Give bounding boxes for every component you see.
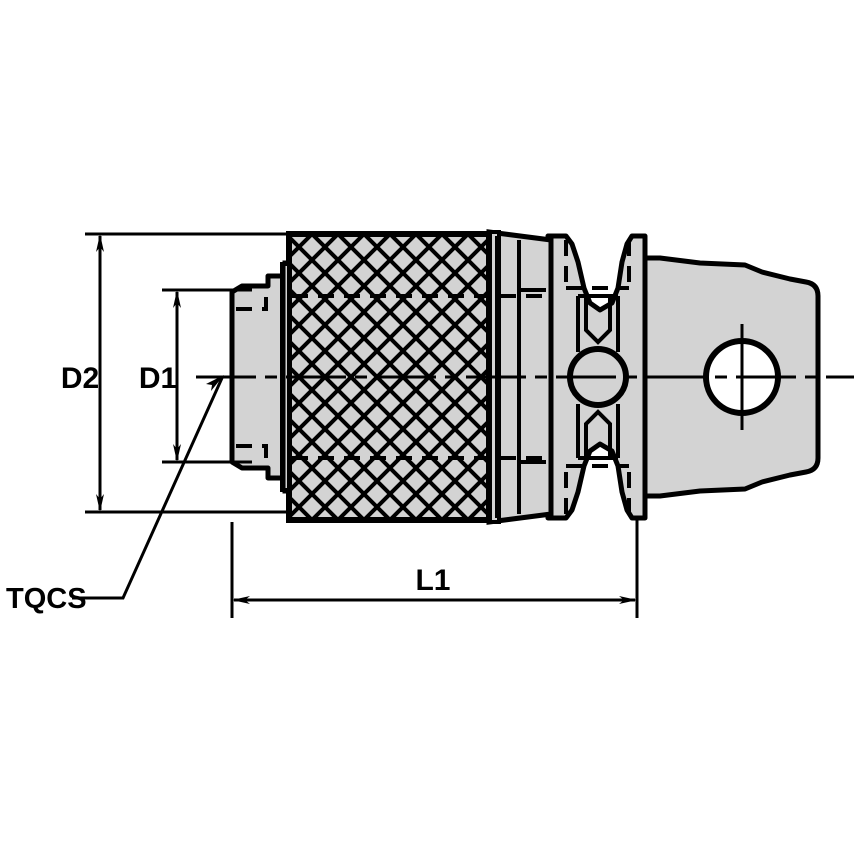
callout-tqcs: TQCS <box>6 375 224 615</box>
dimension-label-d2: D2 <box>61 362 99 395</box>
clamping-nose <box>229 260 292 494</box>
dimension-label-l1: L1 <box>415 564 450 597</box>
hidden-lines-group <box>236 240 631 514</box>
dimension-label-d1: D1 <box>139 362 177 395</box>
dimension-l1: L1 <box>230 520 639 618</box>
dimension-d2: D2 <box>61 232 292 514</box>
dimension-d1: D1 <box>139 288 252 464</box>
callout-label-tqcs: TQCS <box>6 583 87 615</box>
